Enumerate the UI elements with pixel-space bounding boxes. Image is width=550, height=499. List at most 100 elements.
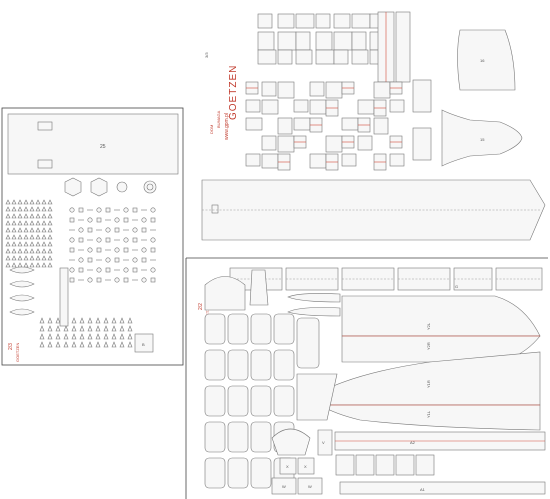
tiny-part [105, 207, 111, 213]
grid-part [373, 117, 389, 135]
tiny-part [17, 227, 23, 233]
side-part [412, 127, 432, 161]
grid-part [295, 31, 311, 51]
lifeboats-group [9, 266, 35, 316]
part-a1 [339, 481, 546, 495]
grid-part [315, 31, 333, 51]
tiny-part [5, 262, 11, 268]
grid-part [277, 117, 293, 135]
grid-part [261, 99, 279, 115]
tiny-part [79, 333, 85, 340]
deck-cutout [37, 159, 53, 169]
tiny-part [87, 341, 93, 348]
tiny-part [47, 213, 53, 219]
tiny-part [123, 267, 129, 273]
deck-cutout [37, 121, 53, 131]
left-sheet-mark: 2/3 [8, 343, 14, 350]
tiny-part [5, 255, 11, 261]
tiny-part [114, 277, 120, 283]
tiny-part [103, 317, 109, 324]
curved-strip [287, 307, 341, 317]
tiny-part [29, 262, 35, 268]
panel-part [204, 385, 226, 417]
panel-part [250, 313, 272, 345]
tiny-part [150, 217, 156, 223]
grid-part [277, 31, 297, 51]
panel-part [250, 457, 272, 489]
tiny-part [127, 317, 133, 324]
tiny-part [141, 247, 147, 253]
tiny-part [95, 333, 101, 340]
deck-part-15 [441, 109, 523, 167]
tiny-part [111, 317, 117, 324]
tiny-part [127, 341, 133, 348]
tiny-part [105, 257, 111, 263]
small-box-part [355, 454, 375, 476]
grid-part [261, 153, 279, 169]
tiny-part [123, 247, 129, 253]
tiny-part [55, 317, 61, 324]
grid-part [309, 81, 325, 97]
tiny-part [47, 199, 53, 205]
tiny-part [5, 220, 11, 226]
small-box-part [375, 454, 395, 476]
hull-cutout [211, 204, 219, 214]
tiny-part [87, 325, 93, 332]
tiny-part [29, 248, 35, 254]
tiny-part [23, 255, 29, 261]
tiny-part [150, 267, 156, 273]
tiny-part [29, 220, 35, 226]
grid-part [295, 13, 315, 29]
tiny-part [78, 237, 84, 243]
left-sheet-frame [1, 107, 184, 366]
tiny-part [29, 227, 35, 233]
tiny-part [71, 325, 77, 332]
tiny-part [55, 325, 61, 332]
tiny-part [23, 248, 29, 254]
bottom-right-sheet: 2/2 GOETZEN Y2L Y2R Y1R Y1L A2 A1 V X [185, 257, 548, 499]
tiny-part [39, 341, 45, 348]
label-y2r: Y2R [426, 342, 431, 350]
tiny-part [119, 317, 125, 324]
panel-part [227, 385, 249, 417]
panel-part [227, 457, 249, 489]
tiny-part [111, 341, 117, 348]
grid-part [341, 153, 357, 167]
grid-part [257, 49, 277, 65]
tiny-part [41, 213, 47, 219]
tiny-part [87, 217, 93, 223]
tiny-part [79, 341, 85, 348]
sheet-number: 3/3 [204, 52, 209, 58]
tiny-part [78, 267, 84, 273]
panel-part [296, 317, 320, 369]
tiny-part [78, 207, 84, 213]
label-y1l: Y1L [426, 410, 431, 418]
tiny-part [41, 234, 47, 240]
grid-part [357, 99, 375, 115]
tiny-part [123, 217, 129, 223]
tiny-part [87, 333, 93, 340]
grid-part [325, 81, 343, 99]
tiny-part [69, 237, 75, 243]
small-box-part [395, 454, 415, 476]
panel-part [204, 457, 226, 489]
grid-part [351, 49, 369, 65]
tiny-part [11, 220, 17, 226]
tiny-part [95, 317, 101, 324]
tiny-part [47, 333, 53, 340]
tiny-part [11, 213, 17, 219]
label-w2: W [308, 484, 312, 489]
publisher-line1: BUMAGA [216, 110, 221, 128]
tiny-part [150, 207, 156, 213]
grid-part [257, 13, 273, 29]
tiny-part [23, 213, 29, 219]
tiny-part [114, 257, 120, 263]
lifeboat-part [9, 294, 35, 302]
tiny-part [41, 262, 47, 268]
tiny-part [63, 325, 69, 332]
tiny-part [119, 333, 125, 340]
tiny-part [87, 257, 93, 263]
tiny-part [69, 277, 75, 283]
tiny-part [35, 241, 41, 247]
